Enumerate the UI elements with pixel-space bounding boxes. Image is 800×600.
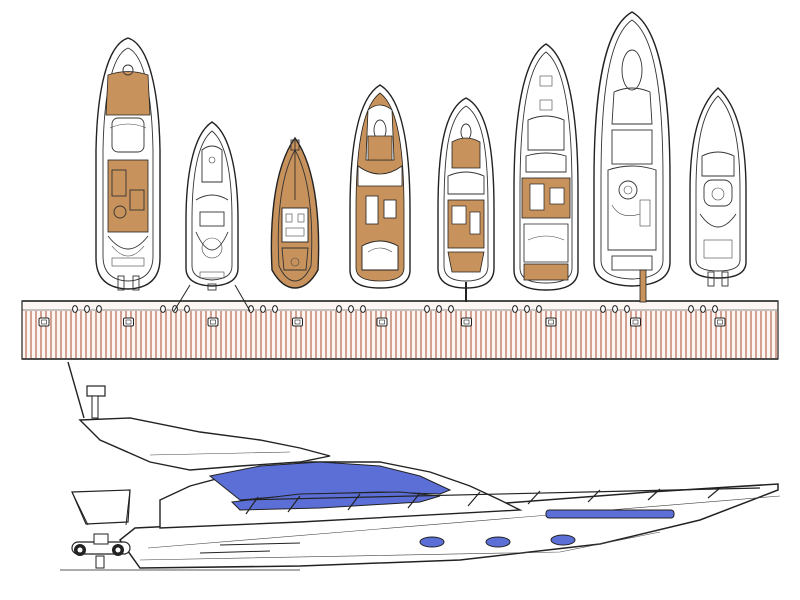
dock-cleat-detail xyxy=(548,319,554,325)
dock-bollard xyxy=(72,305,78,313)
dock-bollard xyxy=(96,305,102,313)
dock-bollard xyxy=(448,305,454,313)
dock-bollard xyxy=(272,305,278,313)
profile-view-flybridge-yacht xyxy=(60,361,781,571)
dock-cleat-detail xyxy=(717,319,723,325)
dock-cleat-detail xyxy=(294,319,301,325)
dock-cleat-detail xyxy=(41,319,47,325)
dock-bollard xyxy=(524,305,530,313)
dock-cleat xyxy=(38,317,50,327)
profile-flybridge xyxy=(78,417,331,471)
vessel-3-wooden-launch xyxy=(270,136,320,289)
dock-cleat-detail xyxy=(125,319,132,325)
dock-cleat-detail xyxy=(379,319,385,325)
dock-bollard xyxy=(700,305,706,313)
dock-cleat xyxy=(292,317,303,327)
dock-bollard xyxy=(536,305,542,313)
dock-bollard xyxy=(184,305,190,313)
vessel-8-open-cruiser xyxy=(689,87,747,287)
vessel-5-cruiser xyxy=(437,97,495,302)
dock-bollard xyxy=(348,305,354,313)
dock-cleat-detail xyxy=(210,319,216,325)
profile-stern-canopy xyxy=(71,489,131,525)
profile-porthole xyxy=(485,536,511,548)
mooring-line xyxy=(234,284,251,312)
dock-bollard xyxy=(600,305,606,313)
profile-hull-window xyxy=(545,509,675,519)
vessel-4-express-cruiser xyxy=(349,84,411,289)
vessel-2-sport-cruiser xyxy=(185,121,239,291)
dock-cleat xyxy=(461,317,472,327)
mooring-line xyxy=(173,284,191,312)
dock-cleat xyxy=(714,317,726,327)
dock-cleat xyxy=(207,317,219,327)
dock-cleat-detail xyxy=(632,319,639,325)
dock-bollard xyxy=(84,305,90,313)
dock-bollard xyxy=(612,305,618,313)
dock-bollard xyxy=(260,305,266,313)
profile-antenna xyxy=(67,361,85,419)
dock-cleat-detail xyxy=(463,319,470,325)
dock-cleat xyxy=(123,317,134,327)
profile-porthole xyxy=(419,536,445,548)
dock-planks xyxy=(25,311,777,358)
profile-radar xyxy=(86,385,106,397)
dock-bollard xyxy=(624,305,630,313)
dock-cleats xyxy=(38,317,726,327)
dock-cleat xyxy=(630,317,641,327)
dock-cleat xyxy=(545,317,557,327)
dock-bollard xyxy=(424,305,430,313)
vessel-6-sport-yacht xyxy=(513,43,579,291)
dock-bollard xyxy=(436,305,442,313)
dock-bollard xyxy=(336,305,342,313)
dock-bollard xyxy=(160,305,166,313)
profile-rails xyxy=(239,487,761,515)
profile-porthole xyxy=(550,534,576,546)
vessel-7-flybridge-yacht xyxy=(593,11,671,303)
profile-tender xyxy=(71,533,131,569)
vessel-1-flybridge-motor-yacht xyxy=(95,37,161,291)
dock xyxy=(21,284,779,360)
dock-cleat xyxy=(376,317,388,327)
dock-bollard xyxy=(360,305,366,313)
dock-bollard xyxy=(712,305,718,313)
dock-bollard xyxy=(688,305,694,313)
dock-bollard xyxy=(512,305,518,313)
